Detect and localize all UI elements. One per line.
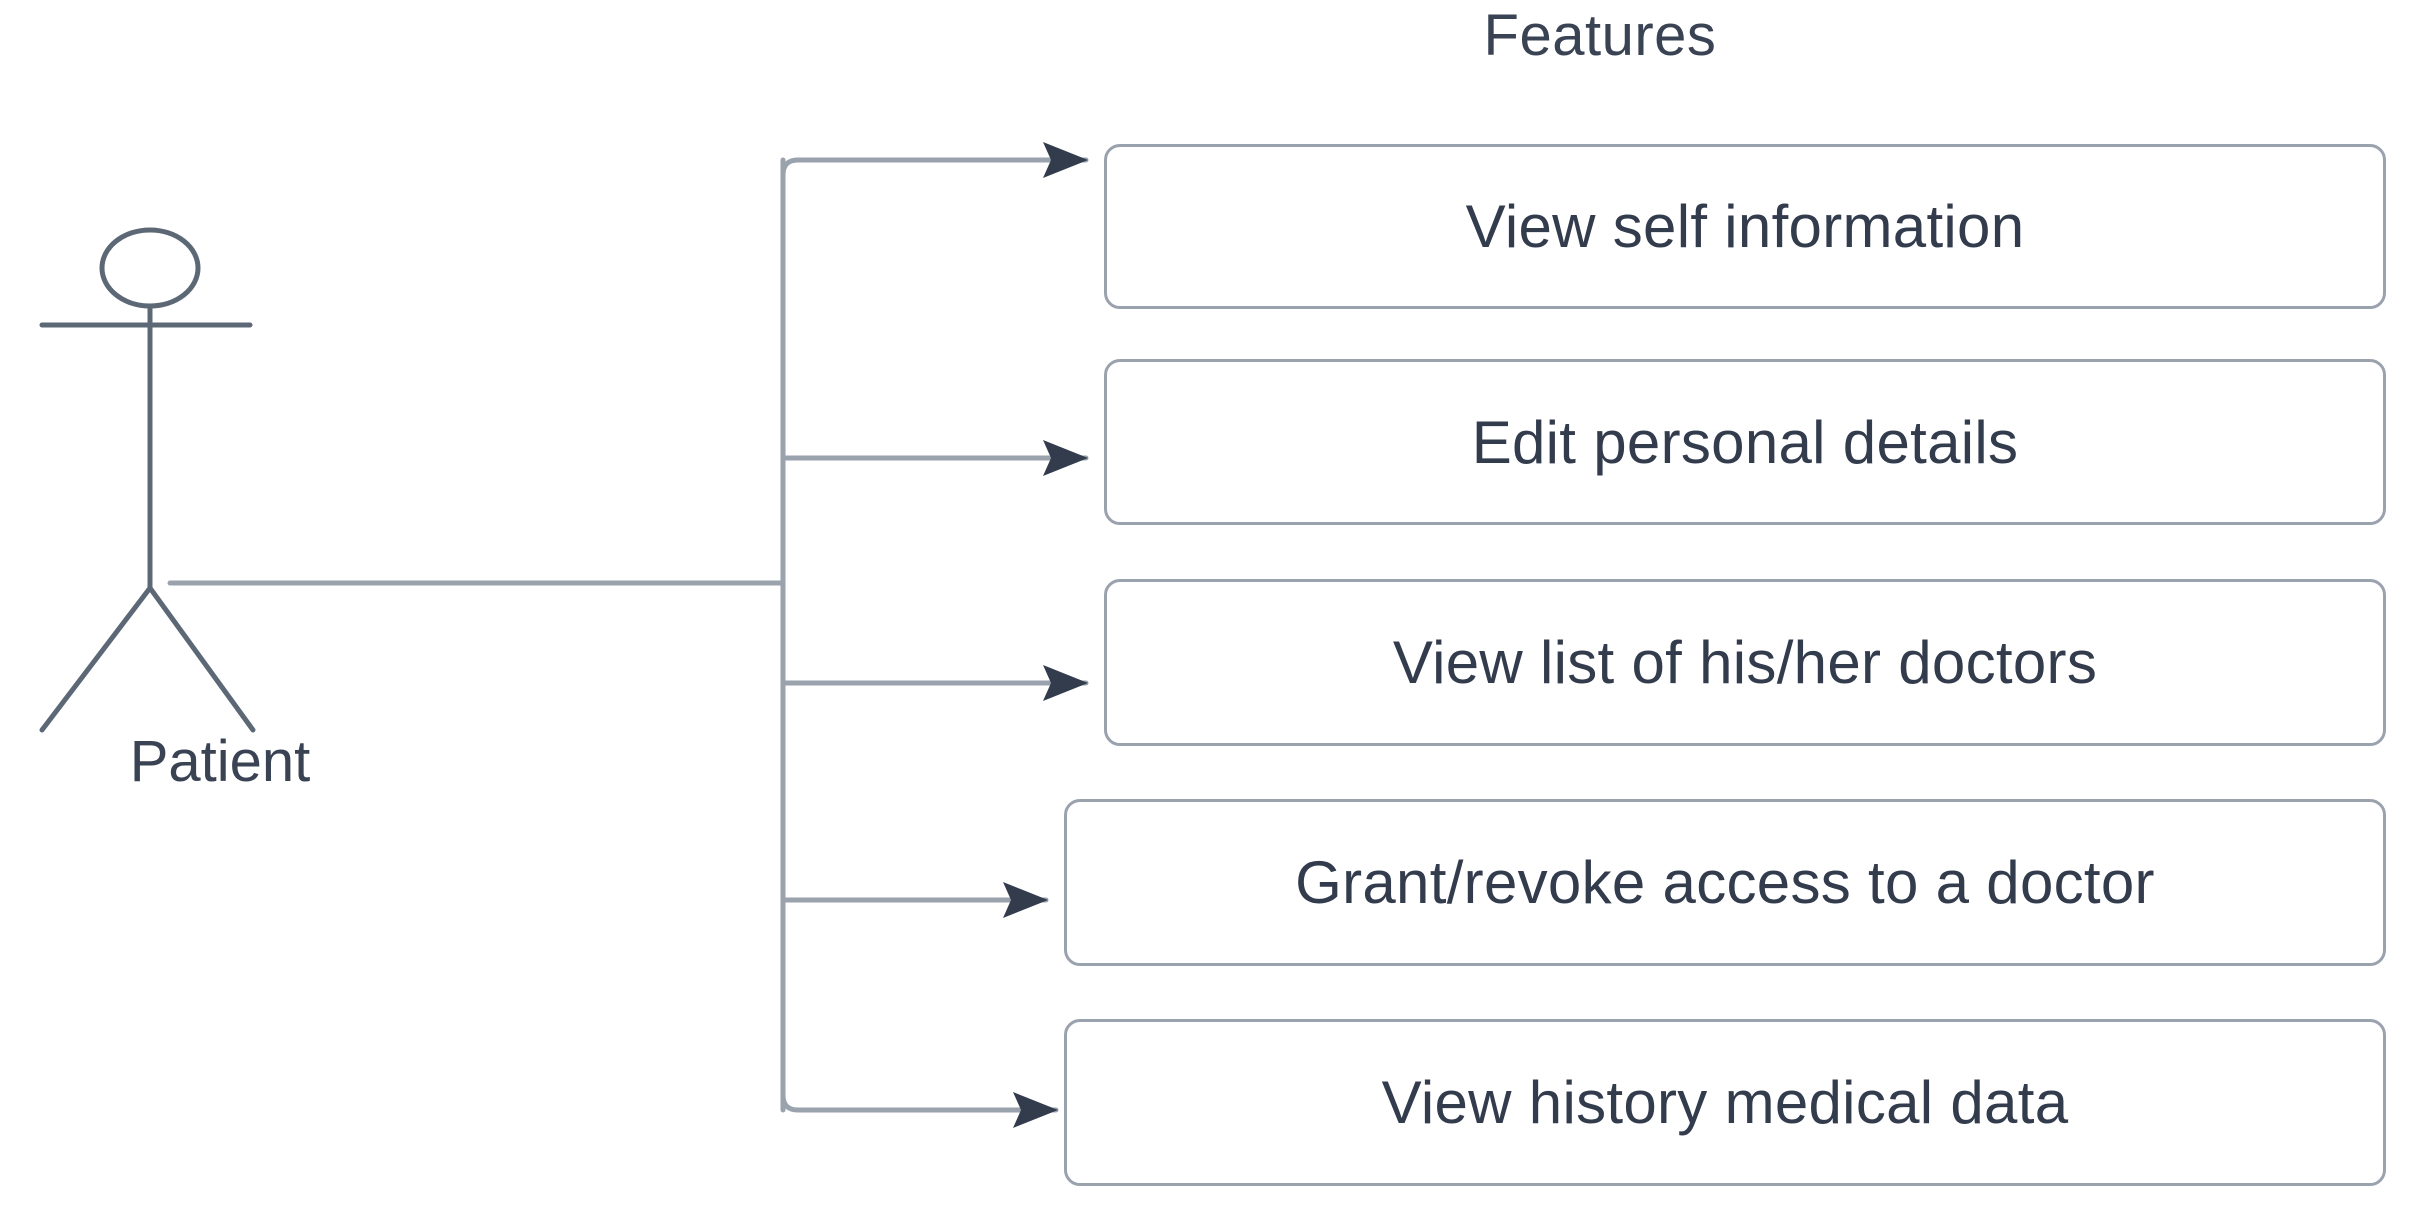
use-case-edit-personal-details[interactable]: Edit personal details [1104, 359, 2386, 525]
use-case-view-list-of-doctors[interactable]: View list of his/her doctors [1104, 579, 2386, 746]
actor-left-leg-line [39, 585, 153, 733]
use-case-label: View history medical data [1381, 1069, 2069, 1136]
actor-head-icon [99, 227, 201, 309]
page-title: Features [1483, 3, 1717, 68]
use-case-label: Grant/revoke access to a doctor [1295, 849, 2155, 916]
use-case-label: View self information [1465, 193, 2025, 260]
use-case-label: Edit personal details [1471, 408, 2019, 476]
connector-branch-1 [780, 142, 1089, 178]
use-case-label: View list of his/her doctors [1392, 629, 2098, 696]
connector-branch-5 [780, 1092, 1059, 1128]
actor-right-leg-line [147, 585, 256, 733]
actor-stick-figure-icon [39, 227, 256, 733]
use-case-grant-revoke-access[interactable]: Grant/revoke access to a doctor [1064, 799, 2386, 966]
actor-label: Patient [129, 729, 311, 794]
use-case-view-history-medical-data[interactable]: View history medical data [1064, 1019, 2386, 1186]
use-case-view-self-information[interactable]: View self information [1104, 144, 2386, 309]
